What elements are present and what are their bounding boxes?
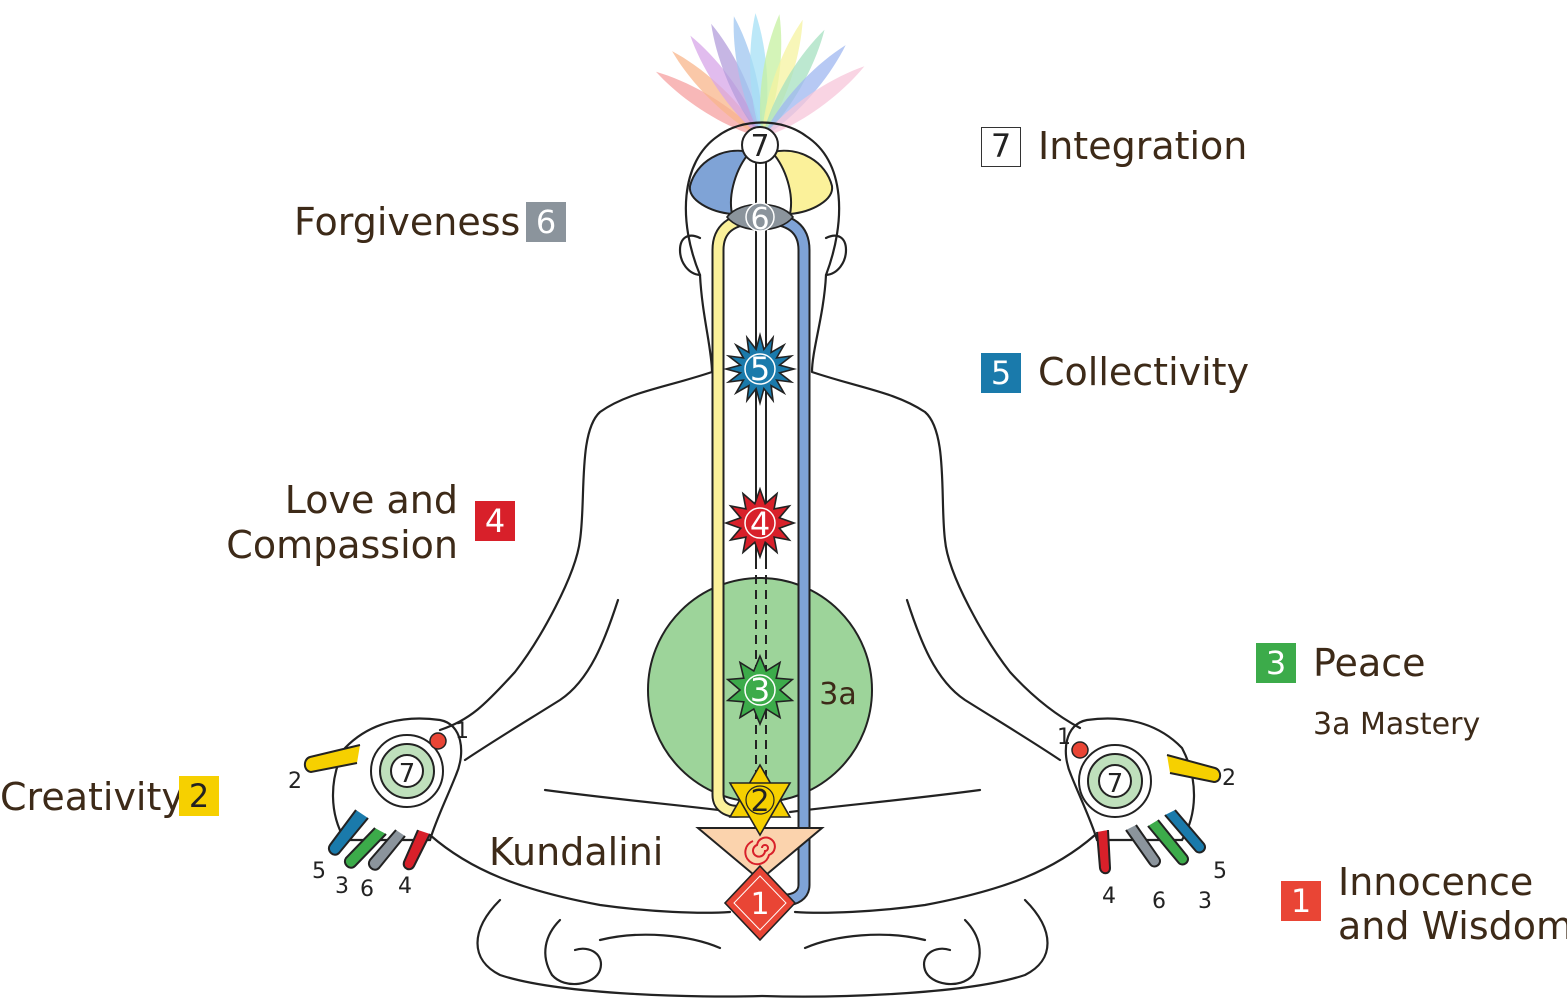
left-finger-1-label: 1 — [455, 719, 469, 744]
chakra-3-label: 3 — [750, 671, 770, 709]
chakra-5-circle — [744, 353, 776, 385]
label-creativity: Creativity — [0, 775, 184, 819]
right-palm-label: 7 — [1107, 769, 1124, 799]
right-finger-5-label: 5 — [1213, 859, 1227, 884]
chakra-1-label: 1 — [750, 887, 769, 922]
crown-flame-petal — [759, 14, 782, 138]
left-finger-6-label: 6 — [360, 877, 374, 902]
badge-7: 7 — [981, 127, 1021, 167]
chakra-4-circle — [744, 507, 776, 539]
right-finger-6-label: 6 — [1152, 889, 1166, 914]
left-finger-5-label: 5 — [312, 859, 326, 884]
left-palm-label: 7 — [399, 759, 416, 789]
crown-flame-petal — [762, 66, 865, 138]
right-finger-1-label: 1 — [1057, 725, 1071, 750]
kundalini-spiral-icon — [744, 836, 776, 866]
right-finger-3-label: 3 — [1198, 889, 1212, 914]
chakra-3a-label: 3a — [819, 677, 856, 712]
crown-flames — [655, 13, 865, 138]
chakra-7-circle — [741, 126, 779, 164]
chakra-6-label: 6 — [750, 202, 769, 237]
label-mastery: 3a Mastery — [1313, 707, 1481, 742]
label-kundalini: Kundalini — [489, 830, 664, 874]
badge-5: 5 — [981, 353, 1021, 393]
label-peace: Peace — [1313, 641, 1426, 685]
right-hand: 7 1 2 5 3 6 4 — [1057, 717, 1236, 914]
left-thumb-dot — [429, 732, 447, 750]
chakra-7-label: 7 — [750, 129, 769, 164]
label-innocence-line1: Innocence — [1338, 860, 1534, 904]
left-hand: 7 1 2 5 3 6 4 — [288, 717, 469, 902]
label-love-line1: Love and — [284, 478, 458, 522]
label-love-line2: Compassion — [226, 523, 458, 567]
chakra-1-diamond — [723, 864, 797, 942]
right-finger-4-label: 4 — [1102, 884, 1116, 909]
badge-3: 3 — [1256, 643, 1296, 683]
left-finger-3-label: 3 — [335, 874, 349, 899]
label-forgiveness: Forgiveness — [294, 200, 521, 244]
chakra-6-circle — [745, 202, 775, 232]
crown-flame-petal — [655, 71, 762, 138]
left-finger-2-label: 2 — [288, 769, 302, 794]
right-brain-lobe — [770, 149, 834, 216]
chakra-5-label: 5 — [750, 350, 770, 388]
right-finger-2-label: 2 — [1222, 766, 1236, 791]
label-integration: Integration — [1038, 124, 1248, 168]
chakra-1-inner — [733, 875, 787, 931]
left-finger-4-label: 4 — [398, 874, 412, 899]
chakra-2-label: 2 — [750, 784, 769, 819]
chakra-2-circle — [745, 785, 775, 815]
badge-4: 4 — [475, 501, 515, 541]
chakra-3-circle — [744, 674, 776, 706]
badge-2: 2 — [179, 776, 219, 816]
right-thumb-dot — [1071, 741, 1089, 759]
crown-flame-petal — [762, 29, 825, 138]
left-brain-lobe — [688, 149, 752, 216]
crown-flame-petal — [762, 45, 846, 138]
chakras — [722, 126, 798, 942]
chakra-4-label: 4 — [750, 505, 770, 543]
badge-1: 1 — [1281, 881, 1321, 921]
label-innocence-line2: and Wisdom — [1338, 904, 1567, 948]
label-collectivity: Collectivity — [1038, 350, 1250, 394]
badge-6: 6 — [526, 202, 566, 242]
